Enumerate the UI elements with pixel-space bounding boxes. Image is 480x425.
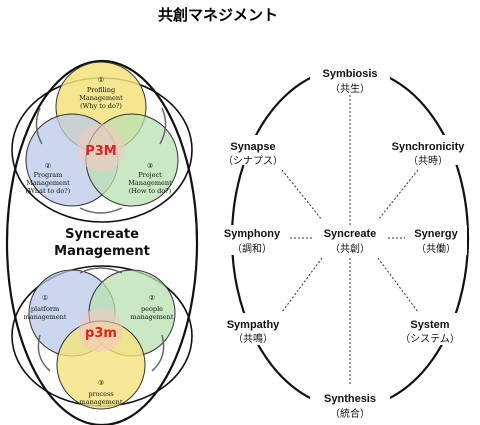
spoke-line [377, 169, 419, 221]
bottom-venn: p3m ① platform management ② people manag… [11, 265, 193, 410]
venn-number: ② [45, 162, 51, 170]
label-bg [378, 135, 478, 165]
synthesis-label: Synthesis [324, 393, 376, 405]
platform-label: platform [31, 305, 59, 313]
swirl-arrow-icon [35, 107, 43, 145]
swirl-arrow-icon [159, 107, 167, 145]
label-bg [222, 313, 284, 345]
label-bg [310, 65, 390, 95]
system-jp: （システム） [400, 333, 460, 345]
swirl-arrow-icon [79, 267, 123, 274]
syncreate-center-label: Syncreate [324, 228, 377, 240]
program-label: (What to do?) [26, 187, 71, 195]
outer-ellipse [5, 59, 199, 425]
swirl-arrow-icon [79, 207, 123, 214]
synapse-label: Synapse [230, 141, 275, 153]
people-label: people [141, 305, 163, 313]
syncreate-center-jp: （共創） [330, 243, 370, 255]
venn-number: ① [98, 76, 104, 84]
system-label: System [410, 319, 449, 331]
symbiosis-label: Symbiosis [322, 68, 377, 80]
symphony-jp: （調和） [232, 242, 272, 255]
venn-number: ③ [98, 379, 104, 387]
spoke-line [281, 257, 323, 313]
synapse-jp: （シナプス） [223, 155, 283, 167]
synthesis-jp: （統合） [330, 407, 370, 420]
synergy-label: Synergy [414, 228, 458, 240]
spoke-line [377, 257, 419, 313]
process-label: management [80, 398, 123, 406]
label-bg [405, 225, 467, 255]
swirl-arrow-icon [37, 334, 51, 372]
symphony-label: Symphony [224, 228, 281, 240]
symbiosis-jp: （共生） [330, 82, 370, 95]
program-label: Program [34, 171, 63, 179]
p3m-lower-center-label: p3m [85, 326, 117, 341]
top-venn-center [77, 124, 125, 172]
synchronicity-label: Synchronicity [392, 141, 466, 153]
label-bg [215, 225, 290, 255]
syncreate-concepts-diagram: Syncreate （共創） Symbiosis （共生） Synchronic… [215, 65, 478, 420]
project-label: Project [138, 171, 162, 179]
platform-label: management [24, 313, 67, 321]
venn-number: ① [42, 294, 48, 302]
swirl-arrow-icon [151, 334, 165, 372]
synchronicity-jp: （共時） [408, 155, 448, 167]
bottom-venn-center [79, 308, 123, 352]
profiling-label: Management [79, 94, 123, 102]
syncreate-label: Syncreate [65, 227, 139, 242]
people-label: management [131, 313, 174, 321]
label-bg [310, 388, 390, 420]
synergy-jp: （共働） [416, 242, 456, 255]
top-venn: P3M ① Profiling Management (Why to do?) … [11, 61, 193, 223]
project-label: (How to do?) [129, 187, 172, 195]
syncreate-management-diagram: P3M ① Profiling Management (Why to do?) … [5, 59, 199, 425]
label-bg [392, 313, 472, 345]
profiling-label: Profiling [87, 86, 115, 94]
process-label: process [88, 390, 113, 398]
venn-number: ② [149, 294, 155, 302]
page-title: 共創マネジメント [158, 6, 278, 24]
project-label: Management [128, 179, 172, 187]
venn-number: ③ [147, 162, 153, 170]
program-label: Management [26, 179, 70, 187]
sympathy-jp: （共鳴） [233, 332, 273, 345]
sympathy-label: Sympathy [227, 319, 280, 331]
label-bg [222, 135, 284, 165]
profiling-label: (Why to do?) [80, 102, 122, 110]
management-label: Management [54, 244, 150, 259]
p3m-center-label: P3M [85, 144, 117, 159]
spoke-line [281, 169, 323, 221]
